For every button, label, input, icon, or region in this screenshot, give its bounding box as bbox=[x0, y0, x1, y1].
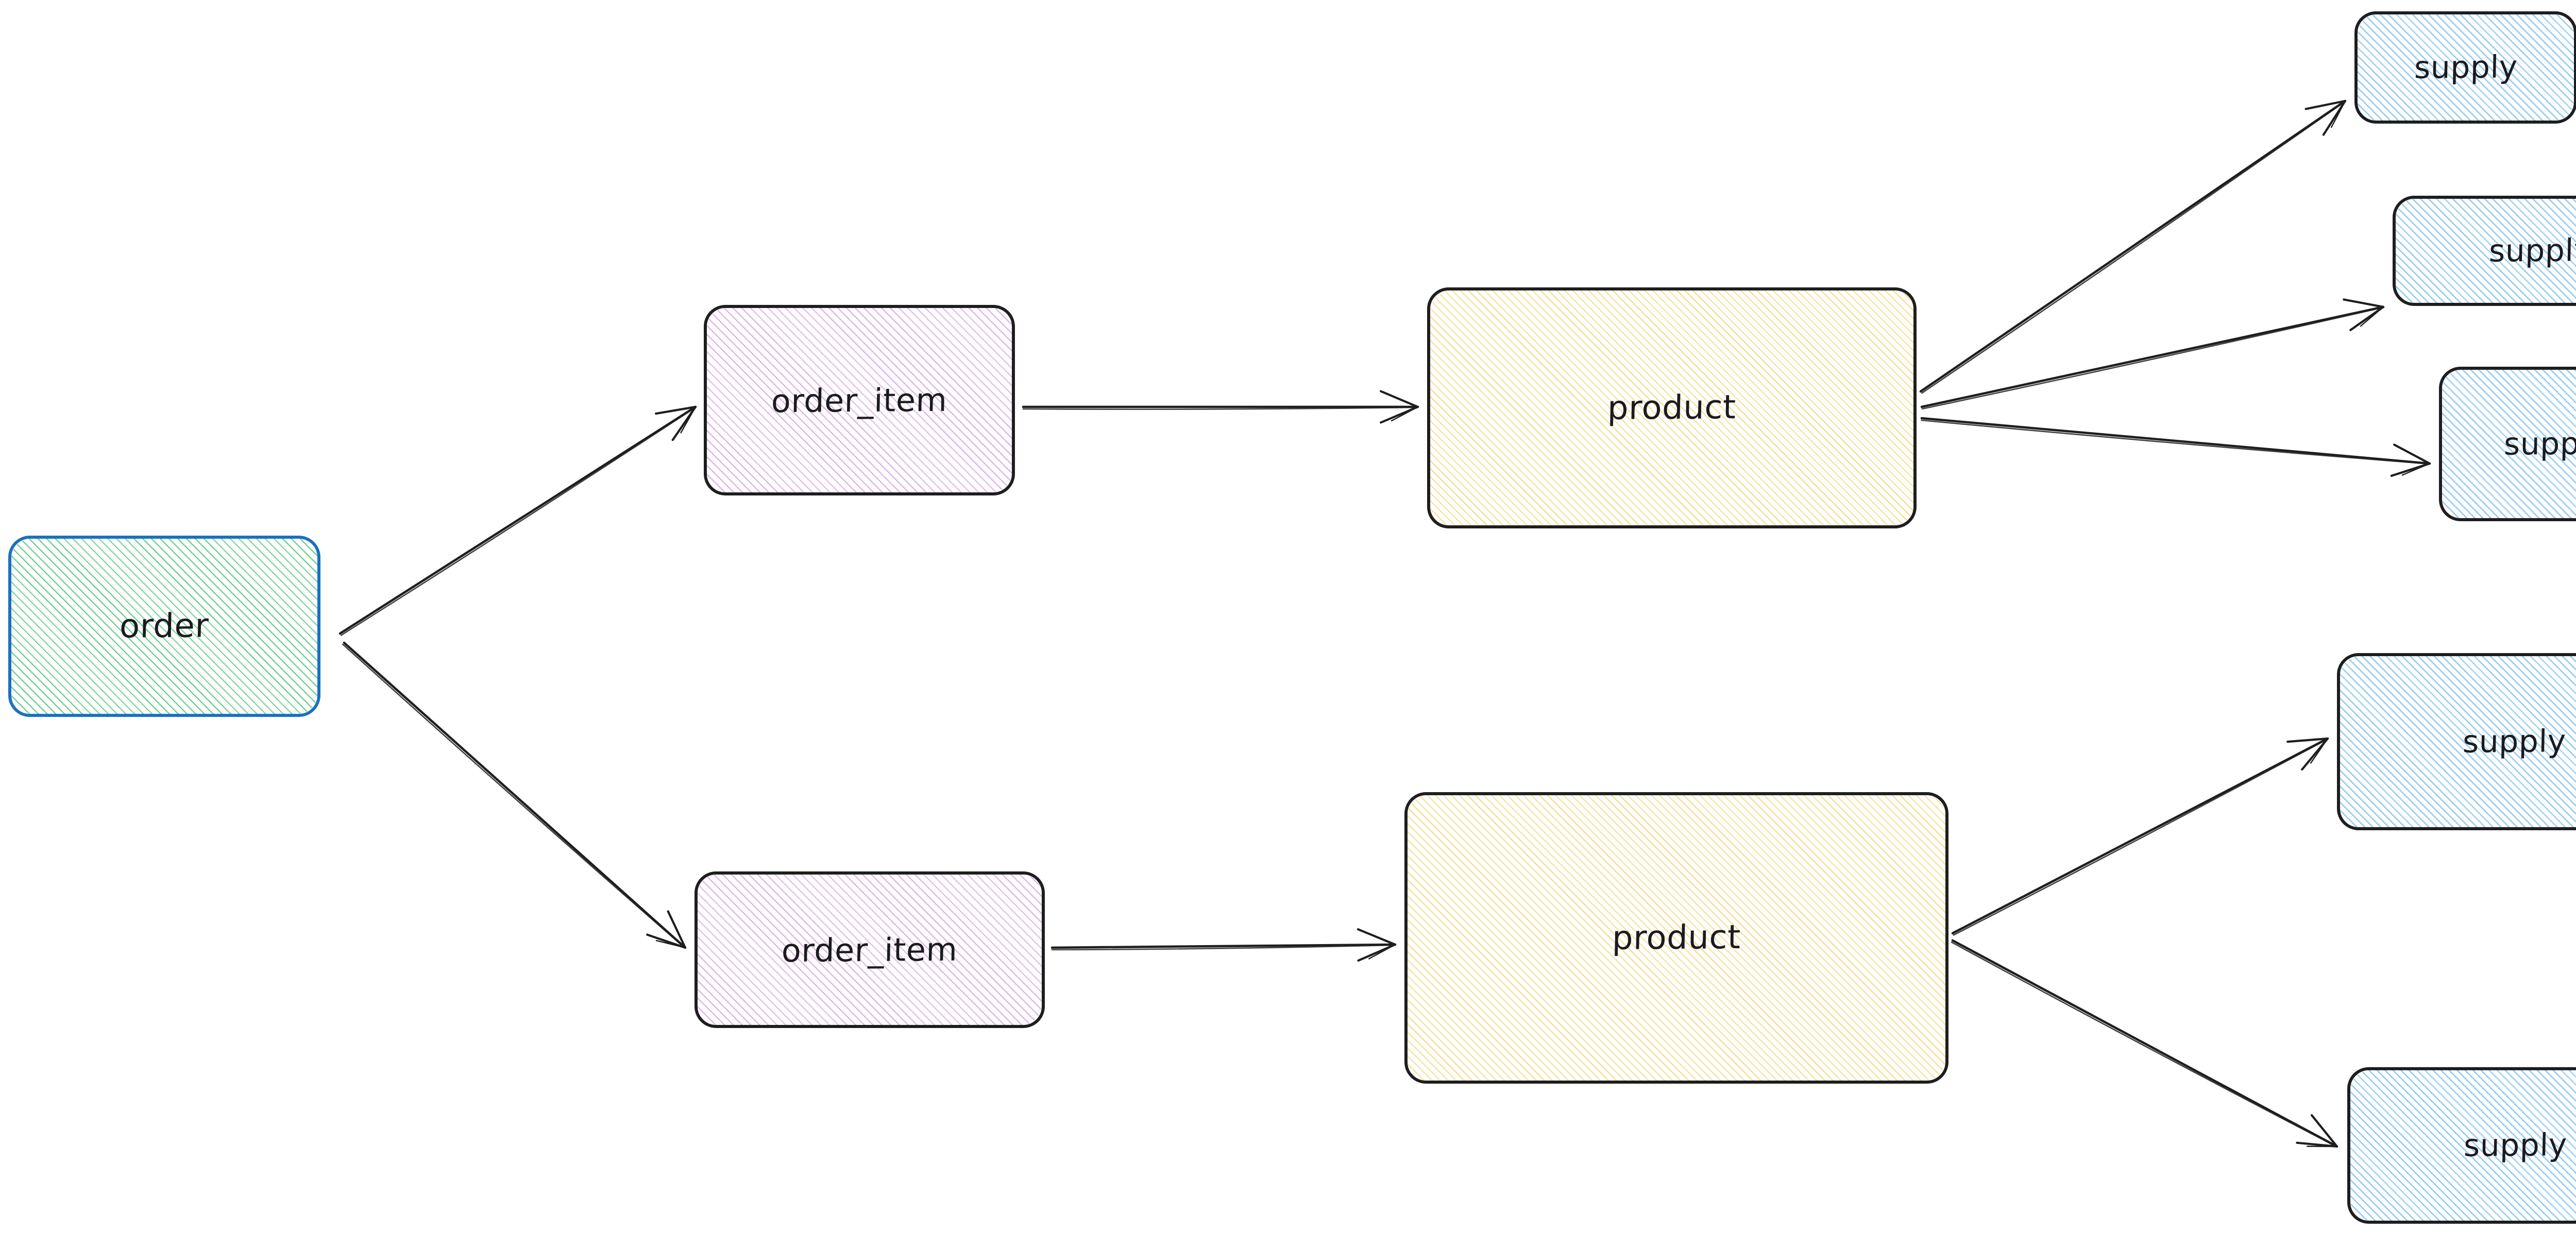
arrowhead-stroke bbox=[671, 405, 697, 441]
node-order[interactable]: order bbox=[8, 536, 320, 717]
arrowhead-stroke bbox=[2286, 737, 2329, 743]
arrowhead-stroke bbox=[1380, 405, 1419, 424]
node-order_item_bottom[interactable]: order_item bbox=[694, 871, 1045, 1028]
arrowhead-stroke bbox=[2310, 1114, 2338, 1148]
node-label-supply_3: supply bbox=[2503, 425, 2576, 463]
edge-stroke bbox=[343, 641, 687, 949]
arrowhead-stroke bbox=[1391, 406, 1419, 422]
node-hatch-fill bbox=[698, 875, 1042, 1025]
node-label-order_item_top: order_item bbox=[771, 381, 948, 420]
edge-product_bottom-to-supply_5[interactable] bbox=[1951, 939, 2338, 1148]
edge-stroke bbox=[338, 405, 697, 635]
edge-stroke bbox=[1921, 100, 2346, 394]
edge-product_top-to-supply_1[interactable] bbox=[1919, 99, 2347, 394]
arrowhead-stroke bbox=[654, 405, 697, 415]
edge-order-to-order_item_bottom[interactable] bbox=[342, 641, 687, 949]
arrowhead-stroke bbox=[646, 933, 687, 949]
node-label-supply_5: supply bbox=[2463, 1127, 2568, 1164]
edge-stroke bbox=[1951, 737, 2329, 935]
node-supply_3[interactable]: supply bbox=[2439, 367, 2576, 521]
arrowhead-stroke bbox=[2310, 738, 2329, 764]
edge-stroke bbox=[1919, 99, 2347, 393]
node-hatch-fill bbox=[2340, 656, 2576, 827]
arrowhead-stroke bbox=[2349, 305, 2385, 331]
node-label-product_top: product bbox=[1607, 388, 1737, 427]
arrowhead-stroke bbox=[655, 939, 686, 949]
node-product_bottom[interactable]: product bbox=[1404, 792, 1948, 1084]
edge-order_item_top-to-product_top[interactable] bbox=[1022, 390, 1419, 424]
edge-product_top-to-supply_3[interactable] bbox=[1920, 417, 2431, 477]
edge-stroke bbox=[1951, 941, 2337, 1148]
node-hatch-fill bbox=[11, 539, 317, 714]
edge-stroke bbox=[1920, 417, 2431, 465]
arrowhead-stroke bbox=[1380, 390, 1419, 408]
edge-stroke bbox=[340, 406, 697, 636]
node-hatch-fill bbox=[2442, 370, 2576, 518]
edge-order-to-order_item_top[interactable] bbox=[338, 405, 697, 636]
arrowhead-stroke bbox=[667, 910, 687, 949]
node-product_top[interactable]: product bbox=[1427, 287, 1917, 528]
node-label-supply_1: supply bbox=[2413, 49, 2518, 86]
node-supply_4[interactable]: supply bbox=[2337, 653, 2576, 830]
node-order_item_top[interactable]: order_item bbox=[704, 305, 1015, 495]
edge-stroke bbox=[1022, 406, 1419, 410]
node-label-supply_4: supply bbox=[2462, 723, 2567, 760]
edge-stroke bbox=[1050, 943, 1397, 949]
node-hatch-fill bbox=[2358, 14, 2574, 121]
edge-stroke bbox=[1921, 419, 2431, 465]
edge-product_bottom-to-supply_4[interactable] bbox=[1951, 737, 2329, 936]
edge-stroke bbox=[1051, 944, 1396, 951]
arrowhead-stroke bbox=[2301, 737, 2329, 771]
node-label-order_item_bottom: order_item bbox=[781, 930, 958, 969]
arrowhead-stroke bbox=[2331, 100, 2346, 128]
edge-stroke bbox=[1953, 738, 2329, 936]
node-hatch-fill bbox=[1408, 795, 1945, 1081]
node-supply_1[interactable]: supply bbox=[2354, 11, 2576, 124]
arrowhead-stroke bbox=[2390, 462, 2431, 477]
arrowhead-stroke bbox=[2296, 1141, 2338, 1148]
node-supply_5[interactable]: supply bbox=[2347, 1067, 2576, 1224]
arrowhead-stroke bbox=[1368, 944, 1396, 960]
arrowhead-stroke bbox=[1357, 943, 1397, 962]
edges-group bbox=[338, 99, 2431, 1148]
arrowhead-stroke bbox=[2304, 99, 2347, 110]
node-hatch-fill bbox=[1430, 290, 1913, 525]
edge-stroke bbox=[1951, 939, 2338, 1148]
arrowhead-stroke bbox=[2343, 298, 2385, 309]
node-label-product_bottom: product bbox=[1612, 918, 1741, 957]
node-hatch-fill bbox=[2396, 199, 2576, 303]
edge-order_item_bottom-to-product_bottom[interactable] bbox=[1050, 928, 1397, 962]
arrowhead-stroke bbox=[1357, 928, 1397, 946]
node-label-order: order bbox=[119, 607, 210, 646]
edge-stroke bbox=[1920, 305, 2385, 408]
node-hatch-fill bbox=[707, 308, 1012, 492]
edge-stroke bbox=[1921, 306, 2384, 410]
arrowhead-stroke bbox=[2322, 99, 2347, 136]
arrowhead-stroke bbox=[2401, 463, 2431, 476]
arrowhead-stroke bbox=[680, 406, 697, 434]
node-hatch-fill bbox=[2350, 1070, 2576, 1221]
arrowhead-stroke bbox=[2393, 443, 2431, 465]
node-label-supply_2: supply bbox=[2488, 232, 2576, 269]
arrowhead-stroke bbox=[2360, 306, 2384, 327]
node-supply_2[interactable]: supply bbox=[2393, 196, 2576, 306]
edge-product_top-to-supply_2[interactable] bbox=[1920, 298, 2385, 410]
edge-stroke bbox=[342, 643, 686, 949]
